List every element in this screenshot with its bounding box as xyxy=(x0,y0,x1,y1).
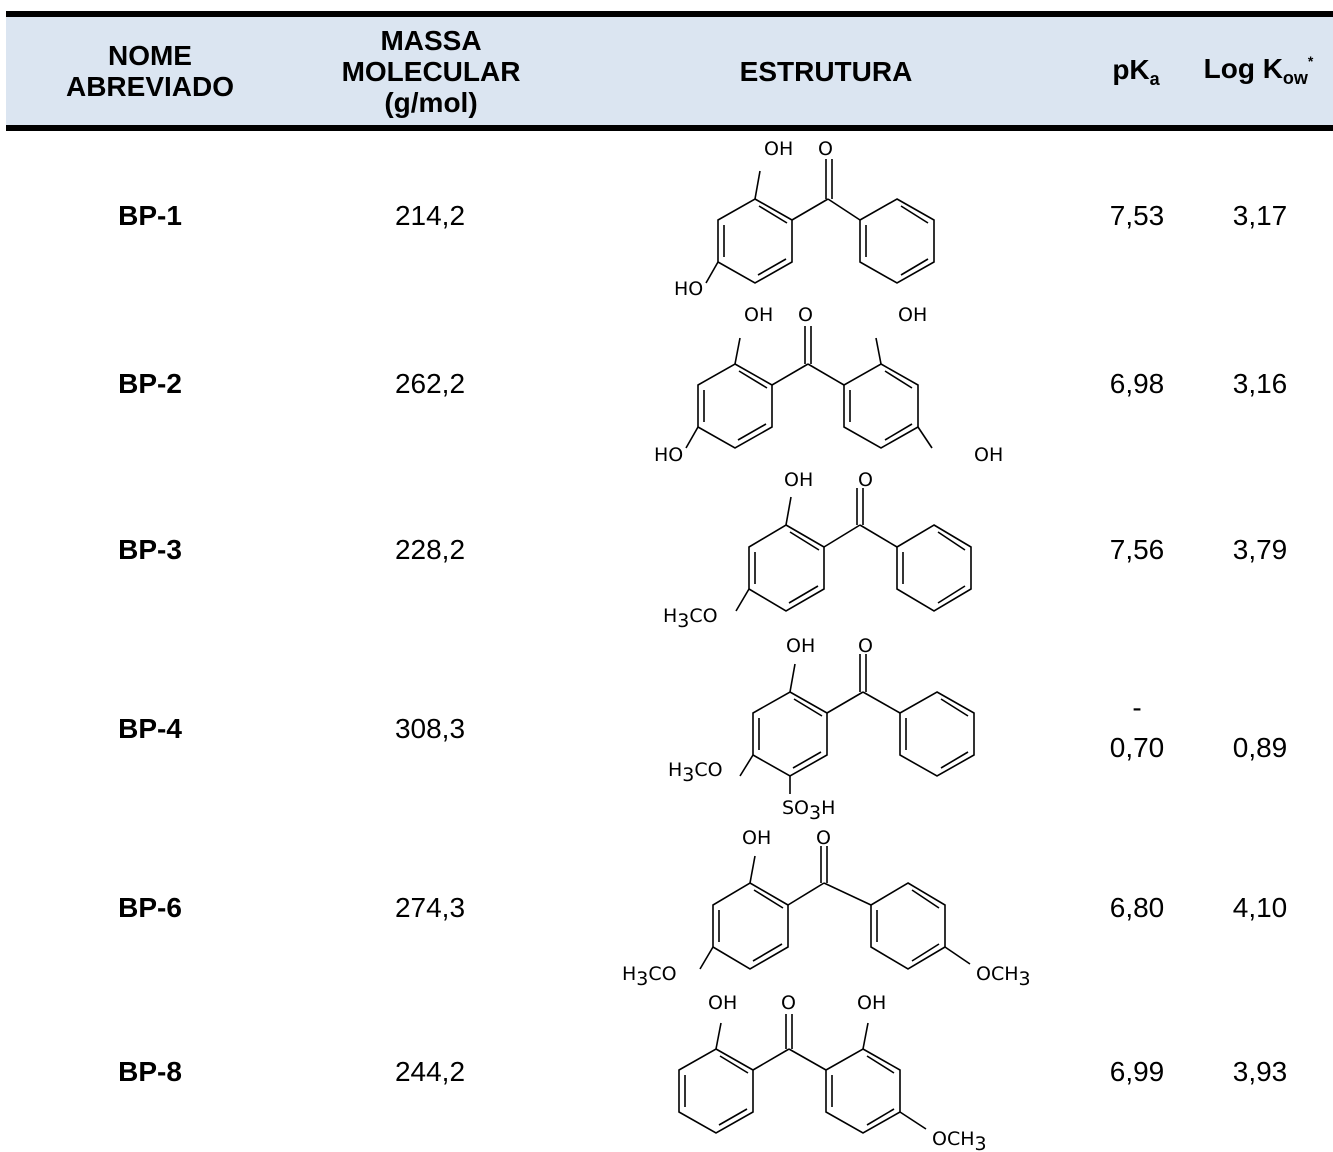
structure-bp6: OH O H3CO OCH3 xyxy=(622,827,1031,990)
row-mass: 228,2 xyxy=(394,534,466,565)
header-name-line-2: ABREVIADO xyxy=(65,71,234,102)
row-name: BP-4 xyxy=(118,713,182,744)
row-logkow: 3,93 xyxy=(1232,1056,1288,1087)
header-structure-label: ESTRUTURA xyxy=(739,55,913,87)
row-mass: 308,3 xyxy=(394,713,466,744)
label-o: O xyxy=(858,635,873,657)
table-row: BP-2 262,2 OH O OH HO OH 6,98 3,16 xyxy=(0,301,1333,466)
label-h3co-h: H xyxy=(663,605,677,627)
row-pka: 6,98 xyxy=(1109,367,1165,399)
header-logkow-main: Log K xyxy=(1203,53,1283,84)
label-och3-och: OCH xyxy=(932,1128,975,1150)
header-mass-line-2: MOLECULAR xyxy=(341,55,521,87)
label-h3co-3: 3 xyxy=(682,764,694,786)
row-logkow: 3,79 xyxy=(1232,534,1288,565)
table-row: BP-3 228,2 OH O H3CO 7,56 3,79 xyxy=(0,466,1333,634)
label-oh: OH xyxy=(708,992,737,1014)
row-pka-value: 0,70 xyxy=(1109,732,1165,763)
structure-bp8: OH O OH OCH3 xyxy=(678,992,987,1152)
label-h3co-co: CO xyxy=(694,759,722,781)
table-row: BP-8 244,2 OH O OH OCH3 6,99 3,93 xyxy=(0,992,1333,1152)
label-oh: OH xyxy=(857,992,886,1014)
label-o: O xyxy=(858,469,873,491)
row-name: BP-8 xyxy=(118,1056,182,1087)
label-h3co-co: CO xyxy=(689,605,717,627)
row-name: BP-1 xyxy=(118,200,182,231)
row-logkow: 3,16 xyxy=(1232,367,1288,399)
row-logkow: 3,17 xyxy=(1232,200,1288,231)
row-mass: 214,2 xyxy=(394,200,466,231)
table-row: BP-1 214,2 OH O HO 7,53 3,17 xyxy=(0,131,1333,301)
label-o: O xyxy=(816,827,831,849)
header-pka: pKa xyxy=(1096,17,1176,125)
row-pka: 6,80 xyxy=(1109,892,1165,923)
label-och3-3: 3 xyxy=(1019,968,1031,990)
row-pka: 7,56 xyxy=(1109,534,1165,565)
svg-text:OCH3: OCH3 xyxy=(932,1128,987,1152)
header-bottom-rule xyxy=(6,125,1333,131)
structure-bp4: OH O H3CO SO3H xyxy=(668,635,975,824)
row-pka: 6,99 xyxy=(1109,1056,1165,1087)
structure-bp2: OH O OH HO OH xyxy=(654,304,1003,466)
table-row: BP-6 274,3 OH O H3CO OCH3 6,80 4,10 xyxy=(0,824,1333,992)
label-oh: OH xyxy=(786,635,815,657)
label-och3-3: 3 xyxy=(975,1133,987,1152)
svg-text:H3CO: H3CO xyxy=(663,605,718,632)
label-o: O xyxy=(818,138,833,160)
label-so3h-so: SO xyxy=(782,797,809,819)
row-logkow: 0,89 xyxy=(1232,732,1288,763)
svg-text:OCH3: OCH3 xyxy=(976,963,1031,990)
svg-text:H3CO: H3CO xyxy=(622,963,677,990)
row-mass: 262,2 xyxy=(394,367,466,399)
label-oh: OH xyxy=(974,444,1003,466)
header-logkow: Log Kow* xyxy=(1184,17,1333,125)
header-name: NOME ABREVIADO xyxy=(20,17,280,125)
table-row: BP-4 308,3 OH O H3CO SO3H - 0,70 0,89 xyxy=(0,634,1333,824)
label-h3co-3: 3 xyxy=(636,968,648,990)
row-pka: - 0,70 xyxy=(1092,688,1182,768)
label-oh: OH xyxy=(898,304,927,326)
row-name: BP-3 xyxy=(118,534,182,565)
header-mass-line-3: (g/mol) xyxy=(384,86,478,118)
row-mass: 274,3 xyxy=(394,892,466,923)
label-o: O xyxy=(781,992,796,1014)
row-mass: 244,2 xyxy=(394,1056,466,1087)
header-structure: ESTRUTURA xyxy=(566,17,1086,125)
header-logkow-sup: * xyxy=(1307,53,1314,69)
structure-bp1: OH O HO xyxy=(674,138,935,300)
svg-text:H3CO: H3CO xyxy=(668,759,723,786)
label-ho: HO xyxy=(654,444,683,466)
structure-bp3: OH O H3CO xyxy=(663,469,972,632)
header-pka-main: pK xyxy=(1112,53,1150,85)
row-name: BP-6 xyxy=(118,892,182,923)
label-oh: OH xyxy=(742,827,771,849)
header-mass-line-1: MASSA xyxy=(380,24,482,56)
label-h3co-co: CO xyxy=(648,963,676,985)
header-top-rule xyxy=(6,11,1333,17)
label-oh: OH xyxy=(784,469,813,491)
table-header: NOME ABREVIADO MASSA MOLECULAR (g/mol) E… xyxy=(6,17,1333,125)
header-logkow-sub: ow xyxy=(1282,68,1308,88)
row-name: BP-2 xyxy=(118,367,182,399)
row-pka: 7,53 xyxy=(1109,200,1165,231)
label-ho: HO xyxy=(674,278,703,300)
label-h3co-3: 3 xyxy=(677,610,689,632)
svg-text:SO3H: SO3H xyxy=(782,797,835,824)
label-o: O xyxy=(798,304,813,326)
label-oh: OH xyxy=(744,304,773,326)
label-h3co-h: H xyxy=(622,963,636,985)
label-h3co-h: H xyxy=(668,759,682,781)
header-pka-sub: a xyxy=(1149,68,1160,89)
label-oh: OH xyxy=(764,138,793,160)
label-so3h-h: H xyxy=(821,797,835,819)
header-mass: MASSA MOLECULAR (g/mol) xyxy=(306,17,556,125)
label-so3h-3: 3 xyxy=(809,802,821,824)
label-och3-och: OCH xyxy=(976,963,1019,985)
row-pka-sign: - xyxy=(1132,692,1142,723)
header-name-line-1: NOME xyxy=(107,40,192,71)
row-logkow: 4,10 xyxy=(1232,892,1288,923)
